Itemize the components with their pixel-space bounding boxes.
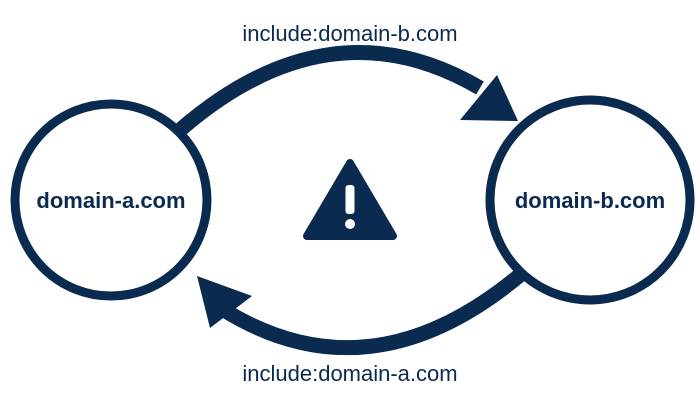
edge-b-to-a-label: include:domain-a.com (242, 361, 457, 386)
node-domain-b-label: domain-b.com (515, 188, 665, 213)
node-domain-a-label: domain-a.com (36, 188, 185, 213)
node-domain-a-circle (10, 99, 212, 301)
edge-a-to-b (175, 45, 518, 136)
edge-b-to-a-arrowhead (197, 276, 252, 328)
edge-b-to-a (197, 269, 525, 356)
node-domain-b-circle (485, 95, 695, 305)
edge-a-to-b-arrowhead (460, 75, 518, 121)
node-domain-a: domain-a.com (10, 99, 212, 301)
edge-a-to-b-label: include:domain-b.com (242, 21, 457, 46)
warning-exclamation-bar (345, 185, 355, 214)
warning-triangle-icon (303, 159, 397, 240)
edge-b-to-a-arc (220, 269, 525, 356)
edge-a-to-b-arc (175, 45, 484, 136)
node-domain-b: domain-b.com (485, 95, 695, 305)
warning-exclamation-dot (345, 219, 355, 229)
